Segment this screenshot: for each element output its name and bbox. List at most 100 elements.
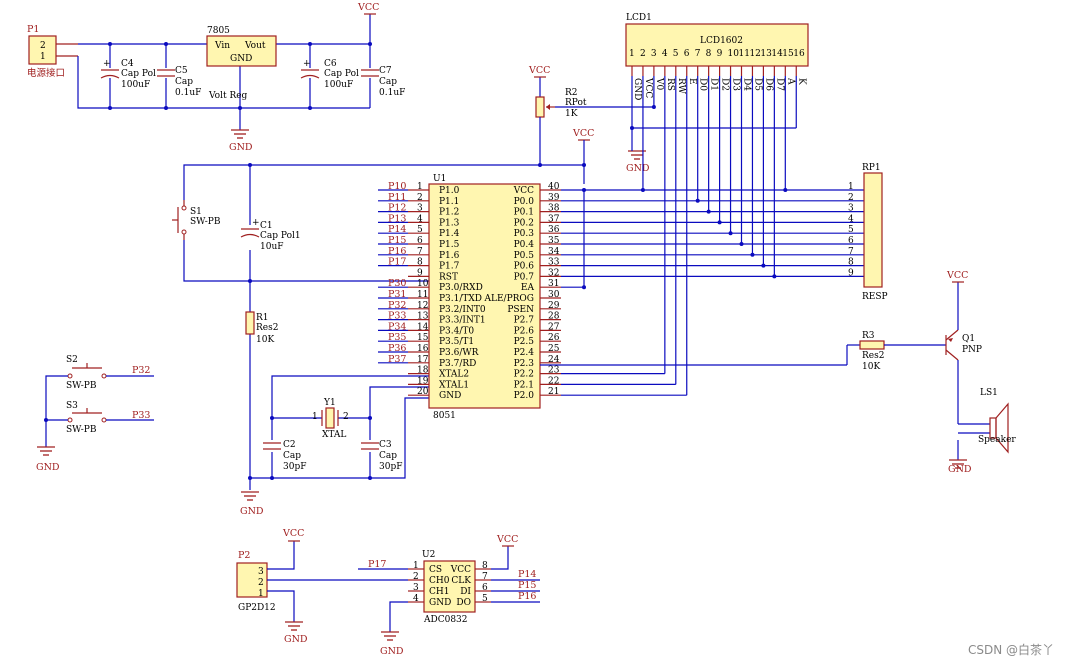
lcd-pin-number: 13 bbox=[760, 49, 772, 59]
u1-net-label: P32 bbox=[388, 300, 406, 311]
resistor-r1: R1 Res2 10K bbox=[245, 311, 278, 345]
u1-pin-name: P2.3 bbox=[514, 359, 535, 369]
u1-pin-name: P1.0 bbox=[439, 186, 460, 196]
lcd-pin-number: 11 bbox=[739, 49, 750, 59]
junction-dot bbox=[783, 188, 788, 192]
u1-net-label: P15 bbox=[388, 235, 406, 246]
cap-c5: C5 Cap 0.1uF bbox=[156, 66, 201, 98]
u2-pin-number: 6 bbox=[482, 583, 488, 593]
u1-pin-number: 29 bbox=[548, 301, 560, 311]
sensor-p2: P2 3 2 1 GP2D12 VCC GND bbox=[236, 528, 408, 645]
svg-text:100uF: 100uF bbox=[324, 80, 353, 90]
svg-text:Y1: Y1 bbox=[323, 398, 336, 408]
svg-text:+: + bbox=[103, 59, 111, 69]
rp1-pin-number: 2 bbox=[848, 193, 854, 203]
svg-text:Vin: Vin bbox=[214, 41, 230, 51]
lcd-gnd-symbol: GND bbox=[626, 150, 650, 174]
svg-text:C3: C3 bbox=[379, 440, 392, 450]
svg-text:R3: R3 bbox=[862, 331, 875, 341]
u2-pin-name: VCC bbox=[450, 565, 471, 575]
junction-dot bbox=[728, 231, 733, 236]
svg-text:R1: R1 bbox=[256, 313, 269, 323]
u1-pin-number: 7 bbox=[417, 247, 423, 257]
u2-pin-name: GND bbox=[429, 598, 451, 608]
lcd-pin-name: D1 bbox=[709, 78, 719, 91]
transistor-q1: Q1 PNP VCC bbox=[945, 270, 982, 424]
u1-pin-number: 31 bbox=[548, 279, 559, 289]
u1-net-label: P35 bbox=[388, 332, 406, 343]
u1-net-label: P17 bbox=[388, 257, 406, 268]
u2-pin-number: 5 bbox=[482, 594, 488, 604]
lcd-pin-number: 14 bbox=[771, 49, 783, 59]
u1-pin-name: P2.4 bbox=[514, 348, 535, 358]
u1-pin-name: P0.7 bbox=[514, 272, 535, 282]
u1-pin-number: 12 bbox=[417, 301, 428, 311]
u1-pin-name: P0.0 bbox=[514, 197, 535, 207]
rp1-pin-number: 8 bbox=[848, 258, 854, 268]
u1-pin-number: 30 bbox=[548, 290, 560, 300]
junction-dot bbox=[651, 105, 656, 109]
svg-text:LCD1602: LCD1602 bbox=[700, 36, 743, 46]
junction-dot bbox=[640, 188, 645, 192]
lcd-pin-number: 4 bbox=[662, 49, 668, 59]
u1-pin-name: P1.2 bbox=[439, 208, 459, 218]
u1-pin-number: 34 bbox=[548, 247, 560, 257]
svg-text:+: + bbox=[303, 59, 311, 69]
u1-pin-name: P3.2/INT0 bbox=[439, 305, 486, 315]
svg-text:Res2: Res2 bbox=[862, 351, 884, 361]
u1-pin-name: P2.5 bbox=[514, 337, 535, 347]
svg-text:S1: S1 bbox=[190, 207, 202, 217]
svg-text:0.1uF: 0.1uF bbox=[175, 88, 201, 98]
u1-pin-number: 39 bbox=[548, 193, 560, 203]
u1-pin-name: P3.5/T1 bbox=[439, 337, 474, 347]
u1-pin-name: P2.1 bbox=[514, 380, 534, 390]
u1-pin-number: 4 bbox=[417, 214, 423, 224]
u2-pin-name: CS bbox=[429, 565, 442, 575]
u1-net-label: P12 bbox=[388, 203, 406, 214]
u1-pin-number: 21 bbox=[548, 387, 559, 397]
svg-text:PNP: PNP bbox=[962, 345, 982, 355]
lcd-pin-name: GND bbox=[632, 78, 642, 100]
u1-net-label: P14 bbox=[388, 224, 406, 235]
u1-pin-number: 14 bbox=[417, 322, 429, 332]
svg-text:1K: 1K bbox=[565, 109, 578, 119]
svg-text:8051: 8051 bbox=[433, 411, 456, 421]
svg-text:GND: GND bbox=[229, 142, 253, 153]
u1-net-label: P36 bbox=[388, 343, 406, 354]
u1-net-label: P31 bbox=[388, 289, 406, 300]
u1-pin-number: 25 bbox=[548, 344, 560, 354]
u1-pin-name: EA bbox=[521, 283, 535, 293]
cap-c3: C3 Cap 30pF bbox=[361, 440, 402, 472]
svg-text:Cap Pol1: Cap Pol1 bbox=[324, 69, 365, 79]
svg-text:P32: P32 bbox=[132, 365, 150, 376]
svg-text:100uF: 100uF bbox=[121, 80, 150, 90]
u1-pin-name: P1.6 bbox=[439, 251, 460, 261]
u1-pin-number: 33 bbox=[548, 258, 560, 268]
svg-text:2: 2 bbox=[40, 41, 46, 51]
vcc-symbol-power: VCC bbox=[357, 2, 379, 15]
u1-pin-number: 10 bbox=[417, 279, 429, 289]
junction-dot bbox=[761, 263, 766, 268]
rp1-pin-number: 7 bbox=[848, 247, 854, 257]
rp1-pin-number: 5 bbox=[848, 225, 854, 235]
svg-text:SW-PB: SW-PB bbox=[66, 425, 97, 435]
svg-text:VCC: VCC bbox=[572, 128, 594, 139]
svg-text:1: 1 bbox=[312, 412, 318, 422]
svg-text:S3: S3 bbox=[66, 401, 78, 411]
u1-pin-number: 28 bbox=[548, 312, 560, 322]
u1-pin-name: P0.4 bbox=[514, 240, 535, 250]
u1-pin-number: 20 bbox=[417, 387, 429, 397]
crystal-y1: Y1 1 2 XTAL bbox=[312, 398, 349, 440]
crystal-wires bbox=[248, 375, 429, 480]
svg-text:GND: GND bbox=[36, 462, 60, 473]
svg-text:P17: P17 bbox=[368, 559, 386, 570]
svg-text:Vout: Vout bbox=[244, 41, 266, 51]
svg-text:30pF: 30pF bbox=[379, 462, 402, 472]
svg-text:3: 3 bbox=[258, 567, 264, 577]
u2-pin-name: DO bbox=[456, 598, 471, 608]
lcd-pin-name: D2 bbox=[720, 78, 730, 91]
u1-pin-number: 6 bbox=[417, 236, 423, 246]
cap-c4: + C4 Cap Pol1 100uF bbox=[100, 59, 162, 90]
cap-c2: C2 Cap 30pF bbox=[263, 440, 306, 472]
